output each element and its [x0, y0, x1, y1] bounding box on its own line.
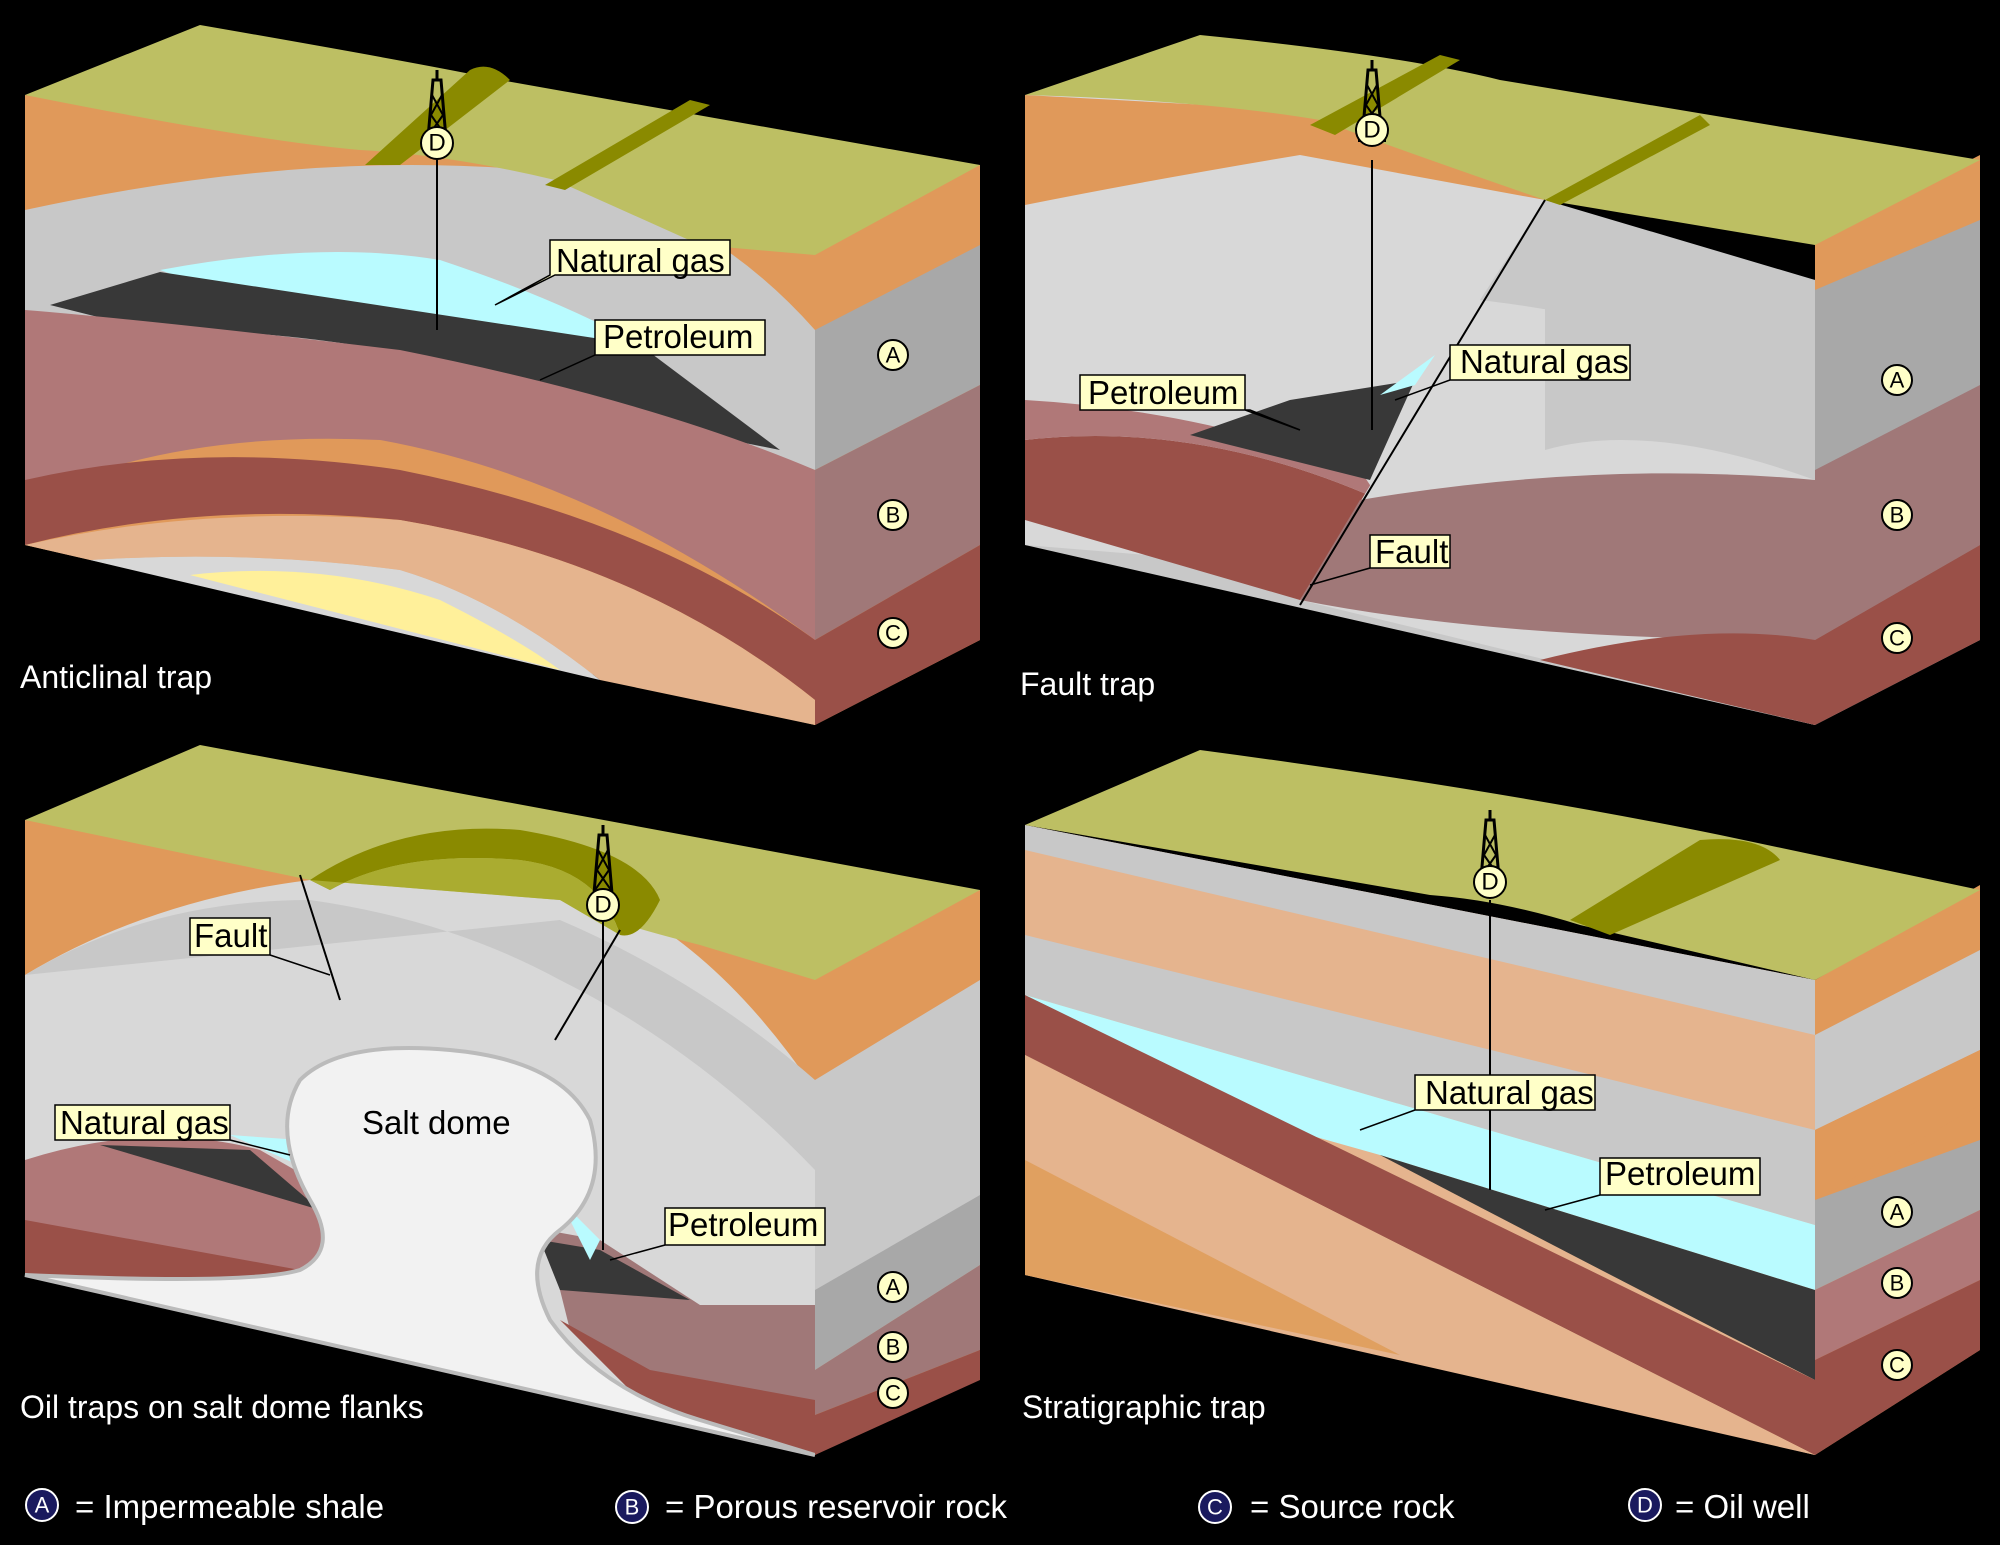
panel-caption: Anticlinal trap — [20, 659, 212, 695]
panel-caption: Oil traps on salt dome flanks — [20, 1389, 424, 1425]
well-badge: D — [1363, 117, 1380, 144]
natural-gas-label: Natural gas — [1460, 343, 1629, 380]
yellow-core — [190, 570, 560, 670]
petroleum-label: Petroleum — [1088, 374, 1238, 411]
layer-c-badge: C — [1889, 1353, 1905, 1378]
gray-core — [90, 556, 600, 680]
layer-a-badge: A — [1890, 368, 1905, 393]
legend: A = Impermeable shale B = Porous reservo… — [25, 1488, 1810, 1525]
petroleum-label: Petroleum — [668, 1206, 818, 1243]
panel-caption: Stratigraphic trap — [1022, 1389, 1266, 1425]
gas-pocket — [160, 252, 640, 345]
panel-stratigraphic: D Natural gas Petroleum A B C Stratigrap… — [1010, 750, 1980, 1455]
petroleum-label: Petroleum — [603, 318, 753, 355]
well-badge: D — [594, 892, 611, 919]
legend-item-b: B = Porous reservoir rock — [615, 1488, 1008, 1525]
layer-a-badge: A — [886, 1275, 901, 1300]
legend-badge: C — [1207, 1495, 1223, 1520]
legend-badge: D — [1637, 1493, 1653, 1518]
reservoir-layer — [25, 310, 815, 640]
panel-caption: Fault trap — [1020, 666, 1155, 702]
panel-fault: D Petroleum Natural gas Fault A B C Faul… — [990, 35, 1980, 725]
legend-badge: B — [625, 1495, 640, 1520]
layer-c-badge: C — [885, 621, 901, 646]
salt-dome — [24, 1046, 816, 1457]
layer-b-badge: B — [886, 1335, 901, 1360]
legend-text: = Porous reservoir rock — [665, 1488, 1008, 1525]
natural-gas-label: Natural gas — [60, 1104, 229, 1141]
well-badge: D — [428, 130, 445, 157]
layer-b-badge: B — [1890, 503, 1905, 528]
petroleum-label: Petroleum — [1605, 1155, 1755, 1192]
layer-c-badge: C — [1889, 626, 1905, 651]
layer-a-badge: A — [1890, 1200, 1905, 1225]
salt-dome-label: Salt dome — [362, 1104, 511, 1141]
surface — [25, 25, 980, 255]
legend-text: = Oil well — [1675, 1488, 1810, 1525]
legend-item-a: A = Impermeable shale — [25, 1488, 384, 1525]
source-layer — [25, 457, 815, 700]
panel-anticlinal: D Natural gas Petroleum A B C Anticlinal… — [8, 25, 980, 725]
well-badge: D — [1481, 869, 1498, 896]
natural-gas-label: Natural gas — [556, 242, 725, 279]
natural-gas-label: Natural gas — [1425, 1074, 1594, 1111]
legend-item-c: C = Source rock — [1198, 1488, 1455, 1525]
layer-b-badge: B — [886, 503, 901, 528]
layer-b-badge: B — [1890, 1271, 1905, 1296]
legend-text: = Source rock — [1250, 1488, 1455, 1525]
layer-c-badge: C — [885, 1381, 901, 1406]
fault-label: Fault — [194, 917, 267, 954]
panel-salt-dome: D Fault Natural gas Salt dome Petroleum … — [8, 745, 980, 1457]
tan-layer — [25, 515, 815, 725]
fault-label: Fault — [1375, 533, 1448, 570]
legend-item-d: D = Oil well — [1628, 1488, 1810, 1525]
legend-text: = Impermeable shale — [75, 1488, 384, 1525]
legend-badge: A — [35, 1493, 50, 1518]
layer-a-badge: A — [886, 343, 901, 368]
